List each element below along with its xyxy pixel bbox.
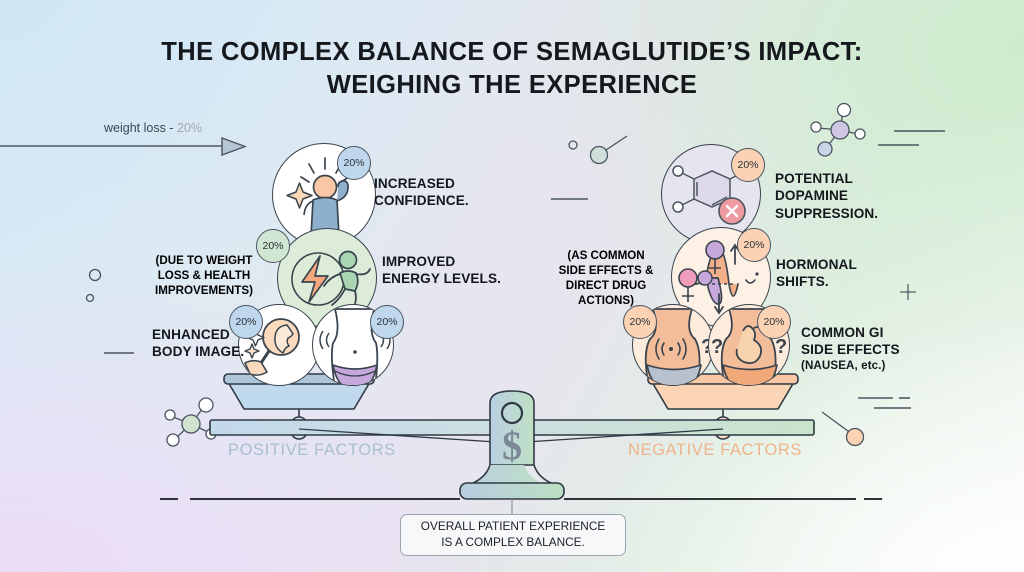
badge-bloated-abdomen: 20% [623, 305, 657, 339]
label-improved-energy: IMPROVED ENERGY LEVELS. [382, 253, 501, 288]
note-line-2: SIDE EFFECTS & [558, 264, 654, 278]
dash-lines-top-right [878, 130, 945, 146]
weight-loss-text: weight loss - [104, 121, 177, 135]
label-line-2: SHIFTS. [776, 274, 829, 290]
overall-caption-box: OVERALL PATIENT EXPERIENCE IS A COMPLEX … [400, 514, 626, 556]
pin-dot-bottom-right-icon [821, 411, 865, 447]
label-enhanced-body-image: ENHANCED BODY IMAGE. [152, 326, 244, 361]
note-line-3: IMPROVEMENTS) [155, 284, 253, 298]
running-person-bolt-icon [291, 250, 371, 312]
badge-dopamine-suppression: 20% [731, 148, 765, 182]
magnifying-glass-face-icon [244, 318, 300, 376]
small-circles-left-icon [85, 268, 102, 303]
label-line-1: POTENTIAL [775, 171, 853, 186]
label-line-3: SUPPRESSION. [775, 205, 879, 221]
dash-lines-bottom-right [858, 397, 911, 409]
title-line-1: THE COMPLEX BALANCE OF SEMAGLUTIDE’S IMP… [161, 38, 863, 66]
weight-loss-value: 20% [176, 121, 202, 135]
bubble-bloated-abdomen[interactable]: ? [632, 304, 714, 386]
pivot-ring-icon [500, 401, 524, 425]
weight-loss-label: weight loss - 20% [104, 121, 202, 135]
label-line-2: BODY IMAGE. [152, 344, 245, 360]
balance-scale: $ [160, 373, 882, 517]
label-line-2: ENERGY LEVELS. [382, 271, 501, 287]
note-line-1: (DUE TO WEIGHT [155, 254, 253, 267]
plus-marker-right-icon [900, 284, 916, 300]
caption-line-1: OVERALL PATIENT EXPERIENCE [420, 519, 606, 534]
label-dopamine-suppression: POTENTIAL DOPAMINE SUPPRESSION. [775, 170, 878, 222]
note-line-2: LOSS & HEALTH [157, 269, 251, 283]
label-line-3: (NAUSEA, etc.) [801, 358, 886, 372]
badge-increased-confidence: 20% [337, 146, 371, 180]
label-common-gi-side-effects: COMMON GI SIDE EFFECTS (NAUSEA, etc.) [801, 324, 900, 373]
note-as-common-side-effects: (AS COMMON SIDE EFFECTS & DIRECT DRUG AC… [550, 248, 662, 308]
molecule-top-right-icon [810, 102, 866, 157]
note-line-4: ACTIONS) [577, 294, 635, 308]
label-line-1: IMPROVED [382, 254, 456, 269]
label-line-2: CONFIDENCE. [374, 193, 469, 209]
label-line-1: ENHANCED [152, 327, 230, 342]
label-line-1: COMMON GI [801, 325, 884, 340]
badge-stomach-nausea: 20% [757, 305, 791, 339]
negative-factors-caption: NEGATIVE FACTORS [628, 441, 803, 459]
note-line-1: (AS COMMON [567, 249, 645, 262]
label-hormonal-shifts: HORMONAL SHIFTS. [776, 256, 857, 291]
dollar-symbol: $ [502, 423, 522, 468]
hormone-wave-icon [678, 240, 759, 315]
label-line-2: SIDE EFFECTS [801, 342, 900, 358]
svg-text:?: ? [775, 336, 787, 358]
dopamine-molecule-blocked-icon [672, 165, 755, 225]
label-line-1: HORMONAL [776, 257, 857, 272]
badge-enhanced-body-image: 20% [229, 305, 263, 339]
person-celebrating-icon [286, 157, 350, 237]
badge-hormonal-shifts: 20% [737, 228, 771, 262]
pin-dot-top-middle-icon [568, 135, 628, 165]
title-line-2: WEIGHING THE EXPERIENCE [326, 70, 698, 99]
svg-text:?: ? [711, 336, 723, 358]
label-line-2: DOPAMINE [775, 188, 849, 204]
caption-line-2: IS A COMPLEX BALANCE. [441, 535, 585, 549]
page-title: THE COMPLEX BALANCE OF SEMAGLUTIDE’S IMP… [0, 36, 1024, 101]
note-line-3: DIRECT DRUG [565, 279, 647, 293]
positive-factors-caption: POSITIVE FACTORS [228, 441, 396, 459]
badge-improved-energy: 20% [256, 229, 290, 263]
label-increased-confidence: INCREASED CONFIDENCE. [374, 175, 469, 210]
badge-slim-torso: 20% [370, 305, 404, 339]
arrow-icon [0, 136, 248, 157]
weight-loss-arrow: weight loss - 20% [0, 121, 250, 157]
label-line-1: INCREASED [374, 176, 455, 191]
note-due-to-weight-loss: (DUE TO WEIGHT LOSS & HEALTH IMPROVEMENT… [142, 253, 266, 298]
